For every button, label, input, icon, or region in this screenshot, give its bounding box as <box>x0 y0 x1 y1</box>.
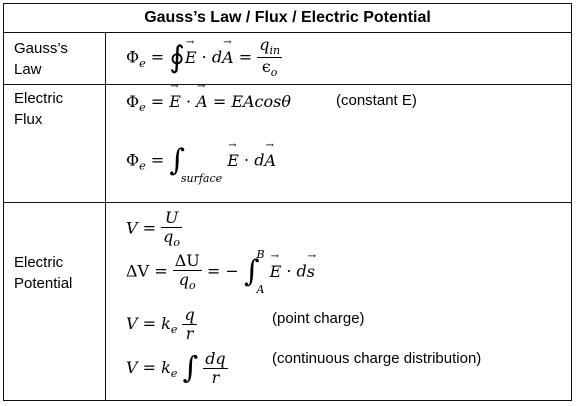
continuous-charge-note: (continuous charge distribution) <box>272 350 482 367</box>
constant-e-note: (constant E) <box>336 92 417 109</box>
formula-table: Gauss’s Law / Flux / Electric Potential … <box>3 3 572 401</box>
column-divider <box>105 32 106 400</box>
potential-definition: V = U qo <box>126 208 183 249</box>
flux-equation-integral: Φe = ∫surface E · dA <box>126 140 276 185</box>
electric-potential-label: Electric Potential <box>14 254 73 292</box>
divider <box>4 32 571 33</box>
electric-flux-label: Electric Flux <box>14 90 64 128</box>
point-charge-equation: V = ke q r <box>126 305 197 343</box>
divider <box>4 84 571 85</box>
gauss-law-equation: Φe = ∮E · dA = qin ϵo <box>126 36 283 80</box>
continuous-charge-equation: V = ke ∫ dq r <box>126 349 228 387</box>
potential-difference: ΔV = ΔU qo = − ∫BA E · ds <box>126 248 316 296</box>
table-title: Gauss’s Law / Flux / Electric Potential <box>144 9 431 26</box>
flux-equation-constant: Φe = E · A = EAcosθ <box>126 81 291 114</box>
gauss-law-label: Gauss’s Law <box>14 40 68 78</box>
divider <box>4 202 571 203</box>
point-charge-note: (point charge) <box>272 310 365 327</box>
